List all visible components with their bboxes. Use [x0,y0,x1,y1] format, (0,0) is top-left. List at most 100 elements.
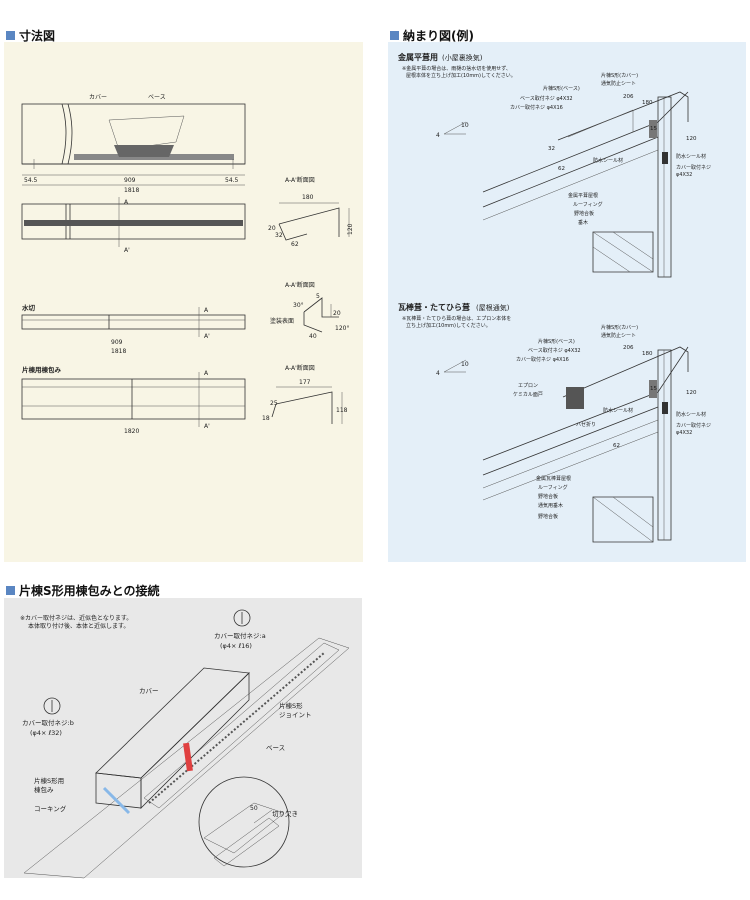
dim-1818-mizukiri: 1818 [111,348,126,355]
install2-label-base: 片棟S形(ベース) [538,338,575,345]
dim-909: 909 [124,177,136,184]
dim-25: 25 [270,400,278,407]
label-base: ベース [148,94,166,101]
install1-note-2: 屋根本体を立ち上げ加工(10mm)してください。 [406,72,516,79]
label-A-katamune: A [204,370,209,377]
section-title-3: A-A'断面図 [285,364,315,372]
install1-label-base-screw: ベース取付ネジ φ4X32 [520,95,573,102]
label-katamune: 片棟用棟包み [22,365,62,374]
dim-54-5-right: 54.5 [225,177,239,184]
install2-label-seal-2: 防水シール材 [676,411,706,418]
install2-roof-drawing [443,346,689,543]
label-joint-2: ジョイント [279,711,312,719]
label-A-top: A [124,199,129,206]
mizukiri-drawing [21,307,246,337]
label-katamune-2: 棟包み [34,785,54,794]
install1-dim-206: 206 [623,94,634,100]
dim-section-62: 62 [291,241,299,248]
label-katamune-1: 片棟S形用 [34,776,64,785]
label-caulking: コーキング [34,804,67,813]
installation-drawing: 金属平葺用 (小屋裏換気) ※金属平葺の場合は、雨樋の捨水切を使用せず、 屋根本… [397,52,711,543]
install2-ratio-10: 10 [461,361,469,368]
header-dimension-label: 寸法図 [19,29,56,43]
label-cover: カバー [89,94,107,101]
dim-909-mizukiri: 909 [111,339,123,346]
dim-18: 18 [262,415,270,422]
install1-label-roof: 金属平葺屋根 [568,192,598,199]
dim-120-deg: 120° [335,325,349,332]
install2-note-2: 立ち上げ加工(10mm)してください。 [406,322,491,329]
install1-ratio-10: 10 [461,122,469,129]
install1-label-sheet: 通気防止シート [601,80,636,87]
install2-ratio-4: 4 [436,370,440,377]
connection-panel: ※カバー取付ネジは、近似色となります。 本体取り付け後、本体と近似します。 カバ… [4,598,362,879]
install1-label-base: 片棟S形(ベース) [543,85,580,92]
header-connection-label: 片棟S形用棟包みとの接続 [19,584,160,598]
install2-label-roof: 金属瓦棒葺屋根 [536,475,571,482]
install1-label-roofing: ルーフィング [573,201,603,208]
install2-label-chemical: ケミカル面戸 [513,391,543,398]
install1-roof-drawing [443,91,689,278]
install2-dim-206: 206 [623,345,634,351]
label-screw-b-size: (φ4× ℓ32) [30,729,62,737]
label-A-prime-top: A' [124,247,130,254]
install1-label-screw-size: φ4X32 [676,172,692,178]
dim-40: 40 [309,333,317,340]
header-dimension: 寸法図 [6,27,55,44]
install1-label-cover: 片棟S形(カバー) [601,72,638,79]
connection-drawing: ※カバー取付ネジは、近似色となります。 本体取り付け後、本体と近似します。 カバ… [20,609,350,879]
install1-dim-32: 32 [548,146,555,152]
label-dim-50: 50 [250,805,258,812]
install2-label-seam: ハゼ折り [576,421,596,428]
label-A-prime-mizukiri: A' [204,333,210,340]
install2-label-plywood-1: 野地合板 [538,493,558,500]
top-view-drawing [21,103,246,186]
install1-label-cover-screw-2: カバー取付ネジ [676,164,711,171]
header-square-icon [390,31,399,40]
install1-label-rafter: 垂木 [578,219,588,226]
connection-note-2: 本体取り付け後、本体と近似します。 [28,622,129,630]
header-connection: 片棟S形用棟包みとの接続 [6,582,160,599]
install2-label-cover-screw-2: カバー取付ネジ [676,422,711,429]
install2-label-cover: 片棟S形(カバー) [601,324,638,331]
label-screw-a-size: (φ4× ℓ16) [220,642,252,650]
install2-label-base-screw: ベース取付ネジ φ4X32 [528,347,581,354]
label-mizukiri: 水切 [22,303,36,312]
dim-20b: 20 [333,310,341,317]
install1-subtitle: (小屋裏換気) [442,53,483,62]
install2-label-screw-size: φ4X32 [676,430,692,436]
install2-note-1: ※瓦棒葺・たてひら葺の場合は、エプロン本体を [402,315,511,322]
section-1-drawing [278,202,350,241]
install2-title: 瓦棒葺・たてひら葺 [398,302,470,312]
install2-dim-62: 62 [613,443,620,449]
install2-label-vent-rafter: 通気用垂木 [538,502,563,509]
dim-177: 177 [299,379,311,386]
section-title-2: A-A'断面図 [285,281,315,289]
section-title-1: A-A'断面図 [285,176,315,184]
dimension-panel: カバー ベース 54.5 909 54.5 1818 A A' A-A'断面図 … [4,42,363,562]
install2-dim-15: 15 [650,386,657,392]
dim-54-5-left: 54.5 [24,177,38,184]
install2-label-seal-1: 防水シール材 [603,407,633,414]
install2-dim-180: 180 [642,351,653,357]
label-screw-a: カバー取付ネジ:a [214,631,266,640]
label-connection-base: ベース [266,744,285,752]
plan-view-drawing [21,197,246,247]
header-square-icon [6,31,15,40]
label-joint-1: 片棟S形 [279,701,303,710]
label-screw-b: カバー取付ネジ:b [22,718,74,727]
section-2-drawing [303,297,339,333]
dim-section-120: 120 [347,223,354,235]
connection-note-1: ※カバー取付ネジは、近似色となります。 [20,614,132,622]
install1-label-seal-2: 防水シール材 [676,153,706,160]
install2-label-apron: エプロン [518,383,538,389]
header-installation: 納まり図(例) [390,27,474,44]
install1-note-1: ※金属平葺の場合は、雨樋の捨水切を使用せず、 [402,65,511,72]
dim-section-20: 20 [268,225,276,232]
install2-dim-120: 120 [686,390,697,396]
install1-dim-120: 120 [686,136,697,142]
dim-section-180: 180 [302,194,314,201]
install2-label-sheet: 通気防止シート [601,332,636,339]
install1-dim-62: 62 [558,166,565,172]
label-A-mizukiri: A [204,307,209,314]
